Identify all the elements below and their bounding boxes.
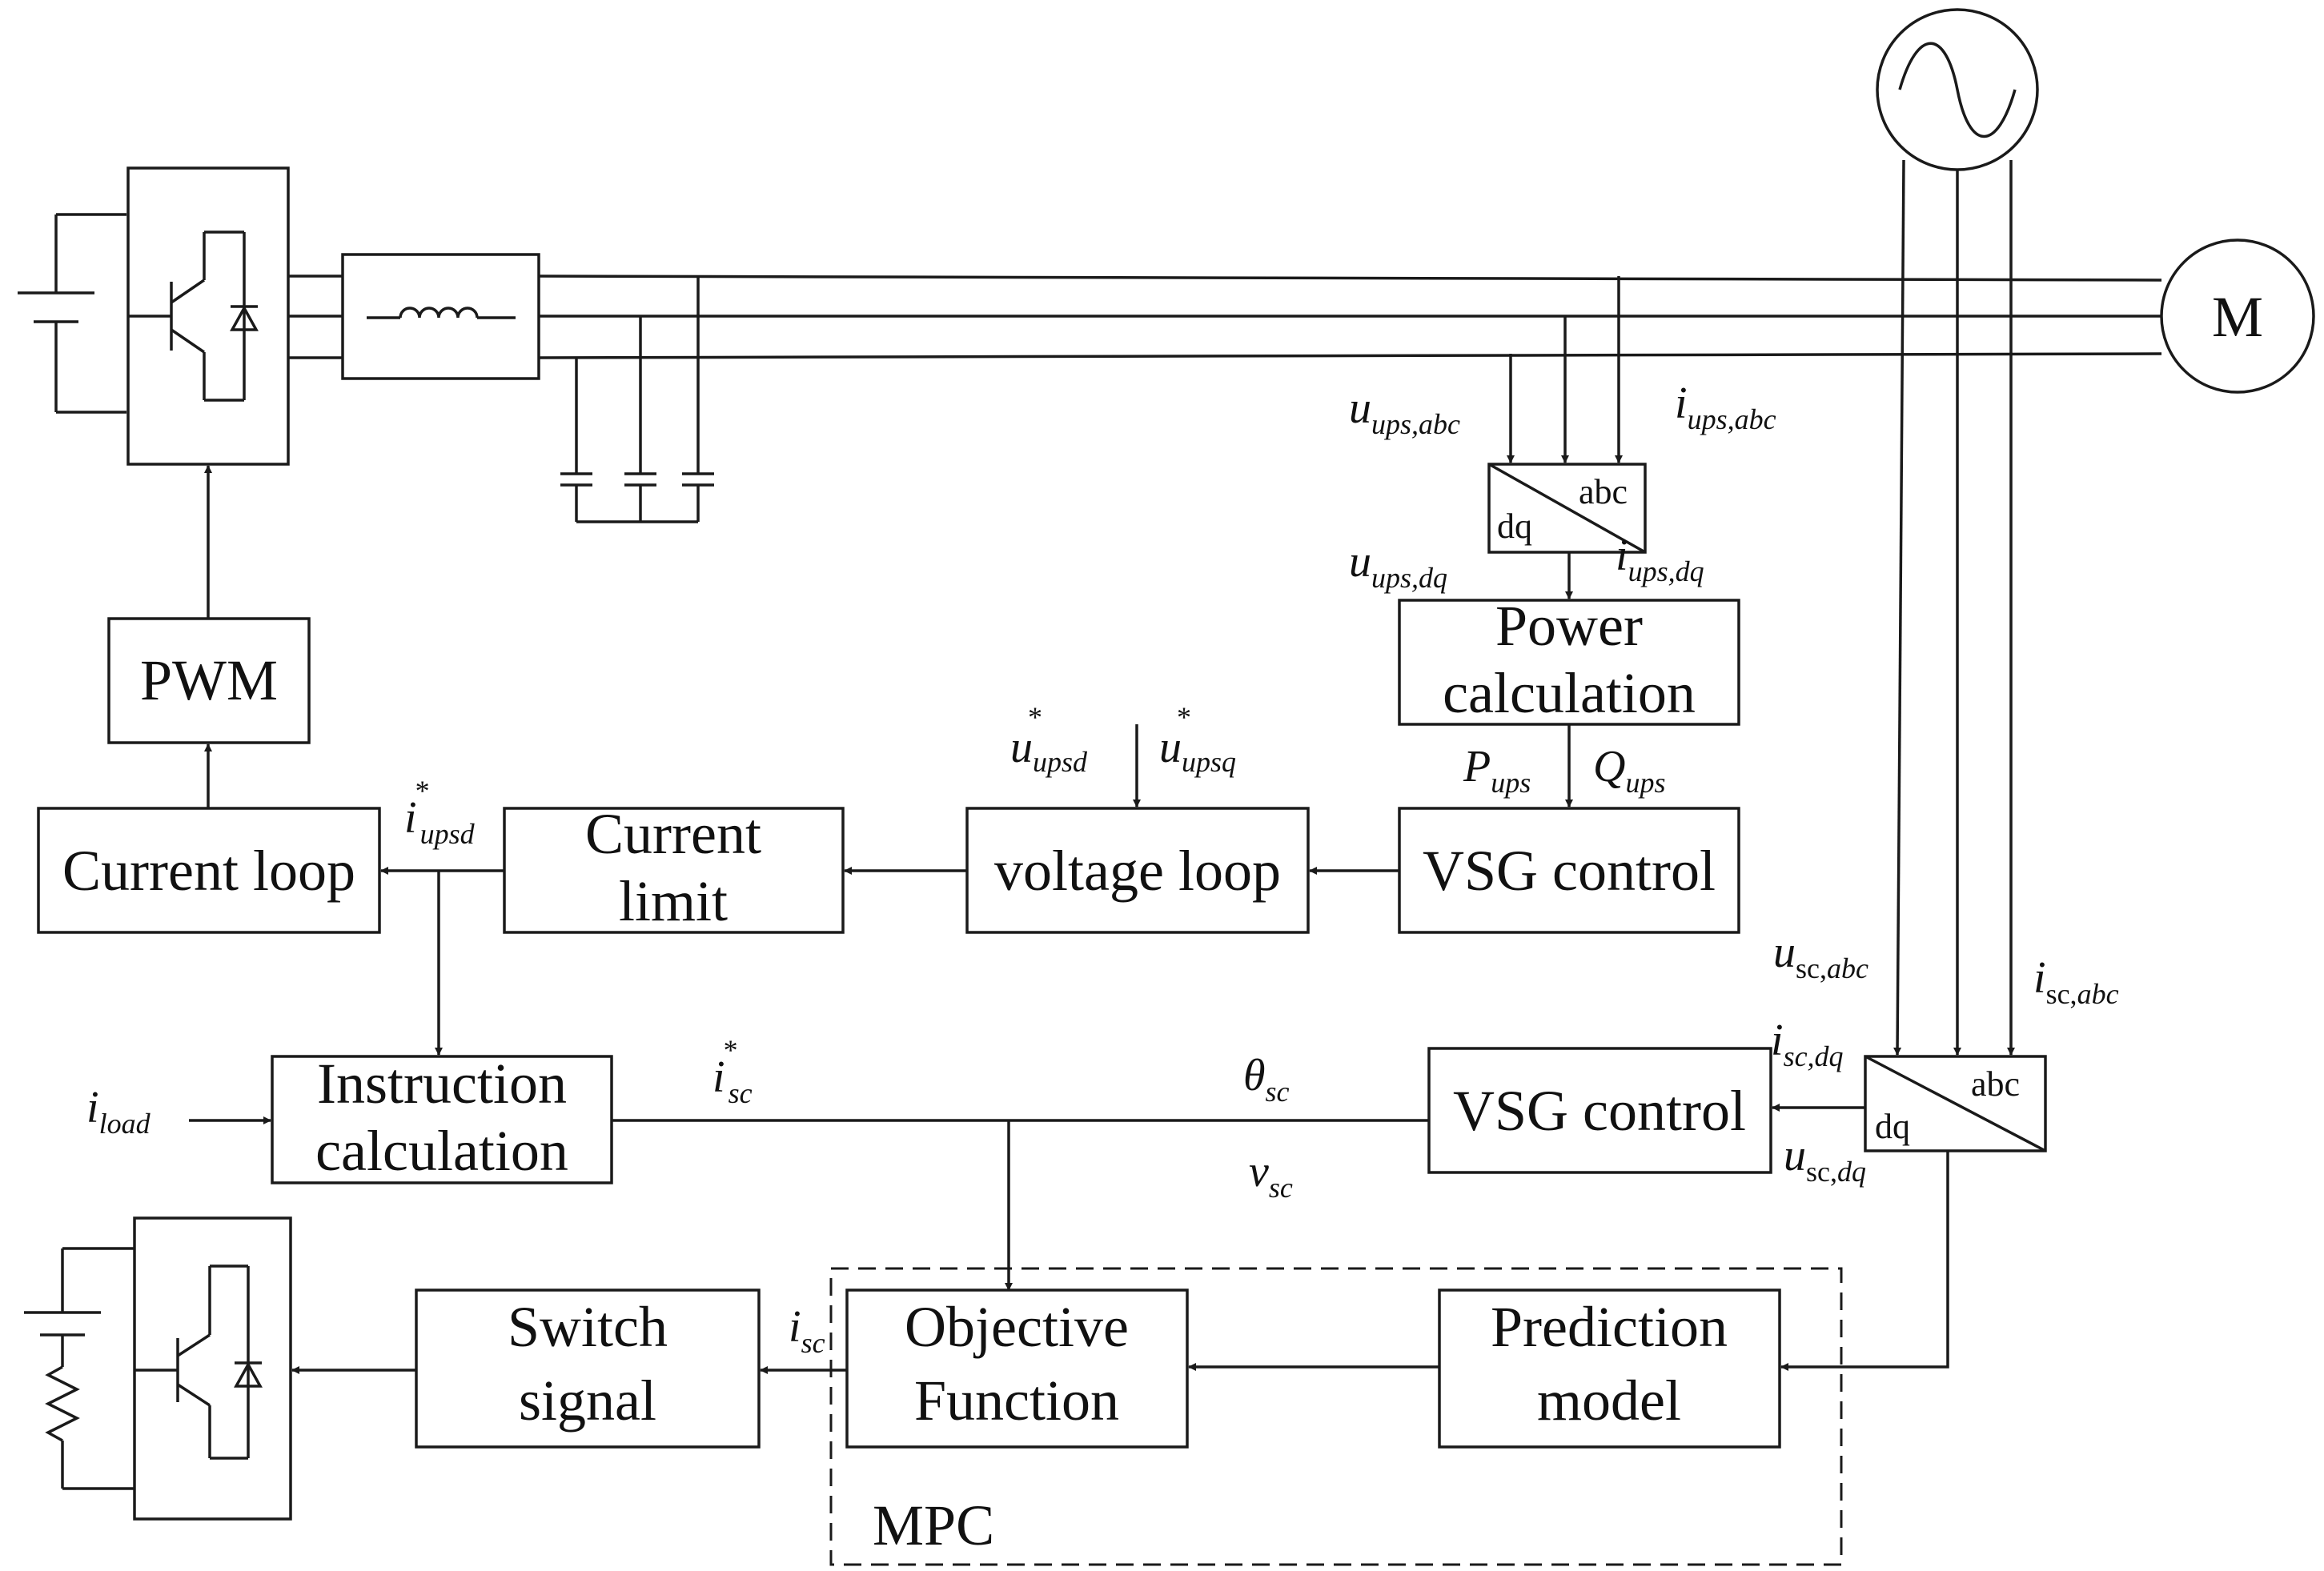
current-loop-label: Current loop (62, 839, 355, 903)
vsg-control-bottom-label: VSG control (1453, 1079, 1746, 1143)
sc-dc-source-icon (24, 1247, 134, 1490)
current-limit-line2: limit (619, 869, 728, 933)
label-u-ups-abc: uups,abc (1349, 383, 1460, 440)
label-u-sc-abc: usc,abc (1773, 928, 1868, 984)
current-loop-block (37, 807, 381, 934)
label-p-ups: Pups (1463, 742, 1531, 799)
objective-function-block (845, 1288, 1189, 1449)
instruction-calculation-block (271, 1055, 613, 1184)
switch-signal-line2: signal (519, 1369, 656, 1433)
prediction-model-line2: model (1537, 1369, 1681, 1433)
label-u-ups-dq: uups,dq (1349, 537, 1447, 594)
source-line-a (1893, 159, 1905, 1056)
transform-bottom-dq: dq (1875, 1107, 1910, 1146)
ups-inverter-igbt-icon (126, 166, 290, 466)
label-u-upsd-ref-text: u*upsd (1010, 701, 1088, 778)
prediction-model-block (1438, 1288, 1781, 1449)
bus-line-c (538, 352, 2162, 359)
prediction-model-line1: Prediction (1491, 1295, 1728, 1359)
transform-top-dq: dq (1497, 507, 1532, 546)
vsg-control-top-label: VSG control (1423, 839, 1716, 903)
transform-top-abc: abc (1579, 472, 1628, 511)
filter-capacitors-icon (560, 276, 714, 523)
ac-source-icon (1876, 8, 2039, 171)
mpc-region (829, 1267, 1843, 1566)
motor-icon: M (2160, 238, 2315, 394)
vsg-control-top-block (1398, 807, 1740, 934)
objective-function-line1: Objective (905, 1295, 1129, 1359)
objective-function-line2: Function (914, 1369, 1119, 1433)
ups-dc-source-icon (18, 213, 126, 414)
power-calc-line1: Power (1495, 594, 1643, 658)
power-calculation-block (1398, 599, 1740, 726)
label-i-sc-abc: isc,abc (2033, 953, 2119, 1010)
label-u-sc-dq: usc,dq (1784, 1131, 1866, 1188)
instruction-calc-line1: Instruction (317, 1052, 567, 1116)
motor-label: M (2212, 285, 2263, 349)
voltage-loop-block (965, 807, 1310, 934)
label-i-ups-abc: iups,abc (1675, 379, 1776, 435)
switch-signal-line1: Switch (508, 1295, 668, 1359)
transform-bottom-abc: abc (1971, 1064, 2020, 1104)
label-i-sc-dq: isc,dq (1771, 1016, 1844, 1072)
label-q-ups: Qups (1593, 742, 1665, 799)
label-v-sc: vsc (1249, 1147, 1293, 1204)
label-theta-sc: θsc (1243, 1051, 1290, 1108)
switch-signal-block (415, 1288, 761, 1449)
label-i-load: iload (86, 1083, 151, 1140)
arrow-transform-to-prediction (1780, 1151, 1949, 1371)
label-u-upsq-ref: u*upsq (1159, 701, 1236, 778)
transform-top: dq abc (1487, 276, 1647, 554)
vsg-control-bottom-block (1427, 1047, 1772, 1174)
current-limit-line1: Current (585, 802, 761, 866)
filter-inductor-icon (341, 253, 540, 380)
voltage-loop-label: voltage loop (994, 839, 1281, 903)
label-i-sc: isc (789, 1302, 825, 1359)
mpc-label: MPC (873, 1493, 994, 1557)
label-i-upsd-ref: i*upsd (404, 775, 476, 850)
sc-inverter-igbt-icon (133, 1216, 292, 1521)
label-i-sc-ref: i*sc (712, 1034, 753, 1109)
transform-bottom: dq abc (1864, 1055, 2047, 1152)
power-calc-line2: calculation (1443, 661, 1696, 725)
pwm-label: PWM (140, 648, 278, 712)
bus-line-a (538, 275, 2162, 282)
instruction-calc-line2: calculation (315, 1119, 568, 1183)
label-i-ups-dq: iups,dq (1616, 531, 1704, 587)
